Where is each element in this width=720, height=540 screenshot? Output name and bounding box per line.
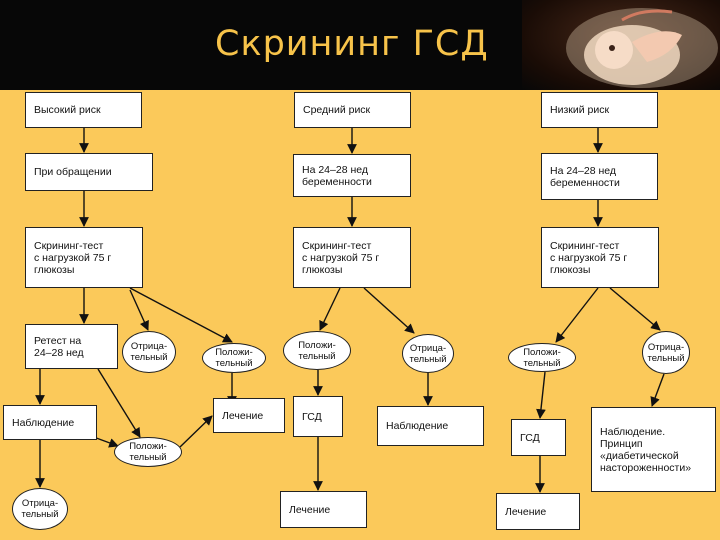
arrow [179,415,213,448]
arrow [319,287,341,331]
node-gsd-mid: ГСД [293,396,343,437]
node-treat-high: Лечение [213,398,285,433]
node-treat-low: Лечение [496,493,580,530]
node-low-risk: Низкий риск [541,92,658,128]
arrow [555,287,599,343]
node-pos-low: Положи- тельный [508,343,576,372]
node-pos-mid: Положи- тельный [283,331,351,370]
arrow [536,371,546,419]
node-on-visit: При обращении [25,153,153,191]
node-retest: Ретест на 24–28 нед [25,324,118,369]
slide-title: Скрининг ГСД [215,24,489,64]
arrow [650,373,665,407]
arrow [129,287,233,343]
node-pos-high: Положи- тельный [202,343,266,373]
node-neg-observe: Отрица- тельный [12,488,68,530]
node-screen-low: Скрининг-тест с нагрузкой 75 г глюкозы [541,227,659,288]
node-observe-mid: Наблюдение [377,406,484,446]
node-weeks-mid: На 24–28 нед беременности [293,154,411,197]
node-neg-high: Отрица- тельный [122,331,176,373]
node-screen-high: Скрининг-тест с нагрузкой 75 г глюкозы [25,227,143,288]
embryo-photo [522,0,720,90]
node-gsd-low: ГСД [511,419,566,456]
node-neg-low: Отрица- тельный [642,331,690,374]
node-screen-mid: Скрининг-тест с нагрузкой 75 г глюкозы [293,227,411,288]
arrow [97,368,141,438]
node-weeks-low: На 24–28 нед беременности [541,153,658,200]
node-observe-high: Наблюдение [3,405,97,440]
node-medium-risk: Средний риск [294,92,411,128]
node-high-risk: Высокий риск [25,92,142,128]
node-observe-low: Наблюдение. Принцип «диабетической насто… [591,407,716,492]
arrow [609,287,661,331]
arrow [363,287,415,334]
arrow [129,289,149,331]
node-pos-retest: Положи- тельный [114,437,182,467]
node-neg-mid: Отрица- тельный [402,334,454,373]
node-treat-mid: Лечение [280,491,367,528]
